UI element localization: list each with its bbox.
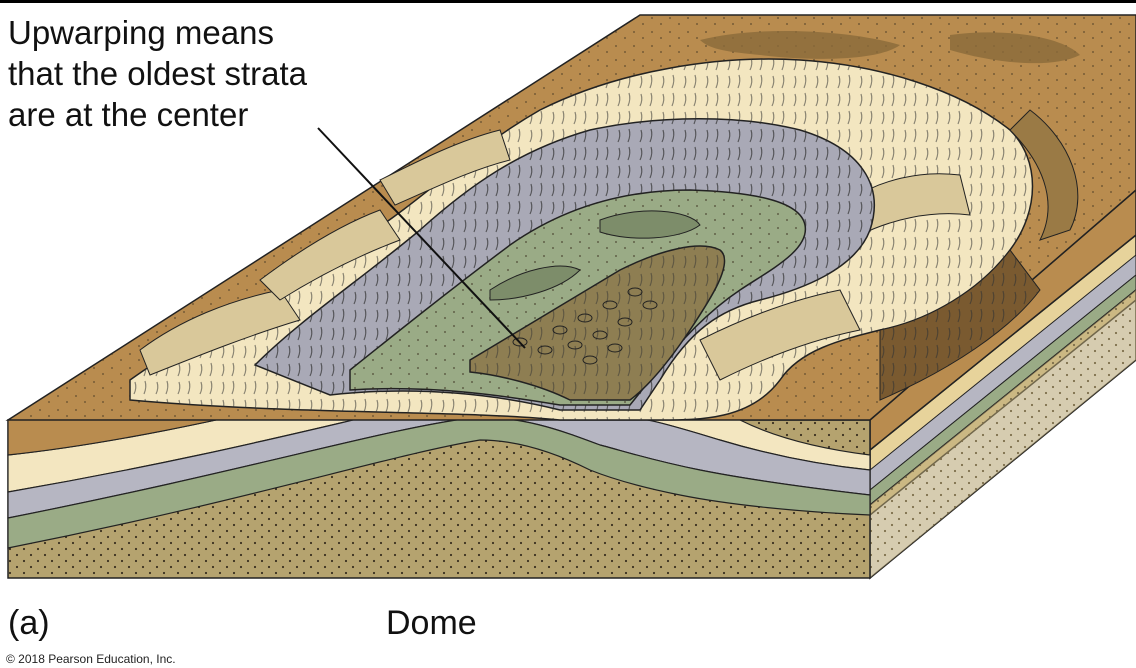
callout-text: Upwarping means that the oldest strata a… [8, 14, 308, 133]
panel-label: (a) [8, 604, 50, 642]
callout-leader-line [317, 127, 526, 349]
top-border [0, 0, 1136, 3]
figure-caption: Dome [386, 604, 477, 642]
oldest-strata-core [469, 245, 726, 401]
copyright-notice: © 2018 Pearson Education, Inc. [6, 652, 176, 666]
block-front-face [7, 371, 871, 579]
block-side-face [869, 189, 1136, 580]
